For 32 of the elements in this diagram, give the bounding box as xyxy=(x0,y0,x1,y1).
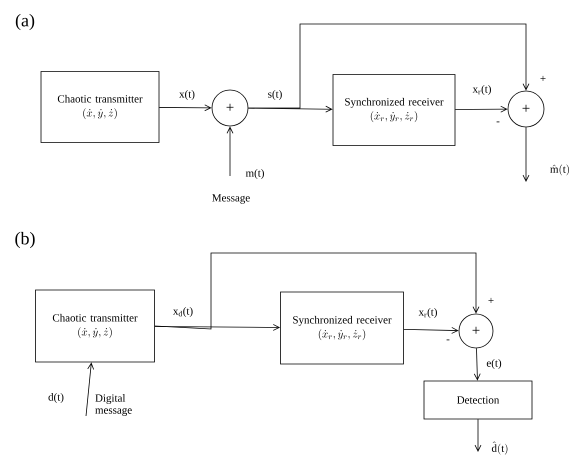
panel-label: (b) xyxy=(15,232,35,248)
arrow xyxy=(522,126,530,182)
arrow xyxy=(248,24,530,108)
arrow xyxy=(455,106,508,113)
label: Message xyxy=(212,194,250,204)
block-box: Synchronized receiver $(\dot{x}_r,\dot{y}_r,\dot{z}_r)$ xyxy=(280,292,404,364)
arrow xyxy=(154,252,480,330)
edge-label: x(t) xyxy=(178,89,196,101)
edge-label: x$_{d}$(t) xyxy=(172,306,194,318)
edge-label: x$_{r}$(t) xyxy=(472,84,492,96)
panel-label: (a) xyxy=(16,14,34,30)
arrow xyxy=(154,324,280,331)
edge-label: x$_{r}$(t) xyxy=(418,307,438,319)
edge-label: d(t) xyxy=(47,392,65,404)
block-box: Chaotic transmitter $(\dot{x},\dot{y},\dot{z})$ xyxy=(35,290,155,362)
edge-label: e(t) xyxy=(485,358,503,370)
arrow xyxy=(474,348,481,381)
arrow xyxy=(226,126,234,176)
sign-label: + xyxy=(540,76,546,81)
arrow xyxy=(404,327,459,334)
arrow xyxy=(474,418,482,452)
block-box: Detection xyxy=(424,380,532,420)
edge-label: m(t) xyxy=(244,168,266,180)
arrow xyxy=(159,104,212,112)
label: Digital message xyxy=(95,394,132,416)
edge-label: s(t) xyxy=(266,89,284,101)
block-box: Chaotic transmitter $(\dot{x},\dot{y},\dot{z})$ xyxy=(40,71,160,143)
edge-label: $\hat{\mathrm{d}}(\mathrm{t})$ xyxy=(490,440,510,456)
arrow xyxy=(86,362,94,416)
sign-label: + xyxy=(488,298,494,303)
edge-label: $\hat{\mathrm{m}}(\mathrm{t})$ xyxy=(548,164,572,176)
block-box: Synchronized receiver $(\dot{x}_r,\dot{y}_r,\dot{z}_r)$ xyxy=(332,74,456,146)
